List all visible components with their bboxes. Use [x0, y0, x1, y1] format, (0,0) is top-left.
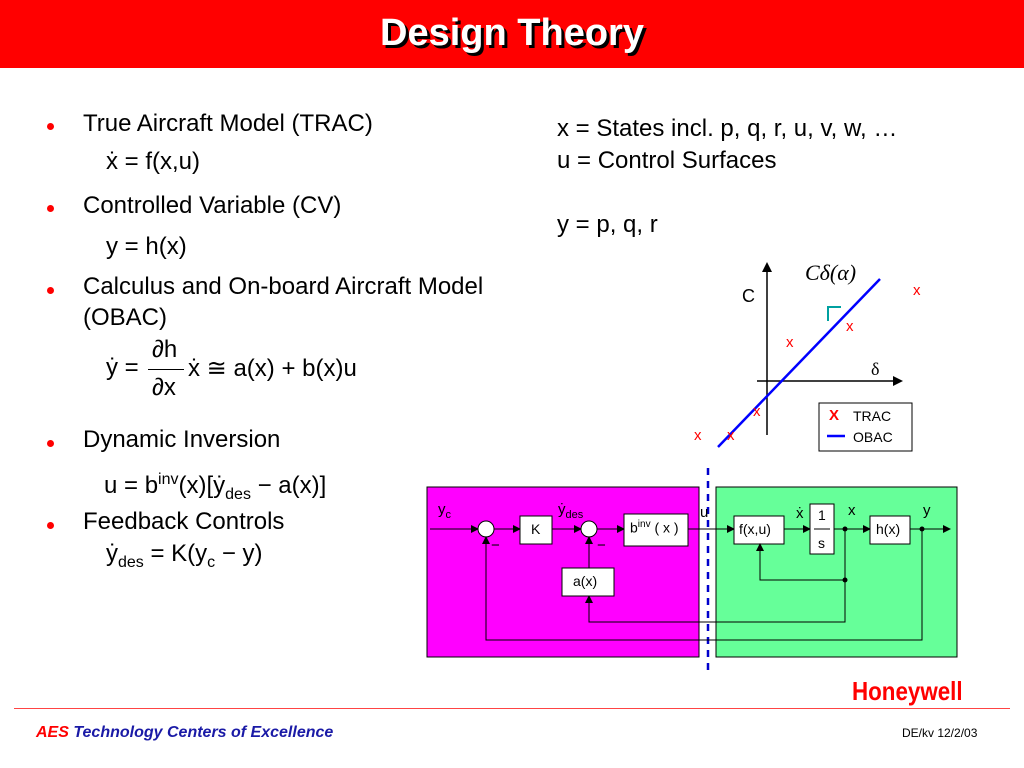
inv-rhs: (x)[ẏ: [178, 472, 226, 499]
bullet-cv: Controlled Variable (CV): [83, 192, 342, 219]
legend-trac-mark: X: [829, 407, 840, 424]
c-axis-label: C: [742, 286, 755, 306]
delta-axis-label: δ: [871, 359, 880, 379]
minus-sign: −: [597, 537, 606, 554]
equation-feedback: ẏdes = K(yc − y): [106, 540, 263, 572]
slide-title: Design Theory: [380, 12, 644, 54]
binv-symbol: b: [630, 519, 638, 536]
binv-argument: ( x ): [654, 519, 679, 536]
binv-label: binv ( x ): [630, 519, 679, 536]
bullet-dot: [47, 287, 54, 294]
state-feedback-to-fxu: [756, 529, 846, 581]
bullet-dot: [47, 123, 54, 130]
binv-superscript: inv: [637, 519, 651, 530]
fb-sub: des: [118, 553, 144, 571]
bullet-obac-line2: (OBAC): [83, 304, 167, 331]
yc-label: yc: [438, 501, 451, 521]
x-label: x: [848, 502, 856, 519]
bullet-trac: True Aircraft Model (TRAC): [83, 110, 373, 137]
plant-region: [715, 486, 958, 658]
footer-date: DE/kv 12/2/03: [902, 726, 978, 740]
ax-label: a(x): [573, 573, 598, 589]
equation-cv: y = h(x): [106, 233, 187, 260]
integrator-denominator: s: [818, 535, 825, 551]
trac-point: x: [913, 282, 921, 299]
u-label: u: [700, 504, 709, 521]
equation-inversion: u = binv(x)[ẏdes − a(x)]: [104, 471, 326, 504]
right-angle-marker: [827, 306, 841, 321]
ydes-symbol: ẏ: [558, 501, 566, 518]
footer-tagline: Technology Centers of Excellence: [68, 724, 334, 741]
fraction-bar: [148, 369, 184, 370]
footer-aes: AES: [36, 724, 69, 741]
summing-junction-1: [477, 520, 495, 538]
fxu-label: f(x,u): [739, 521, 771, 537]
equation-trac: ẋ = f(x,u): [106, 148, 201, 175]
branch-node: [919, 526, 925, 532]
cdelta-label: Cδ(α): [805, 260, 857, 285]
yc-symbol: y: [438, 501, 446, 518]
variable-definitions: x = States incl. p, q, r, u, v, w, … u =…: [557, 113, 897, 241]
ydes-label: ẏdes: [558, 501, 583, 521]
inv-end: − a(x)]: [250, 472, 327, 499]
fb-lhs: ẏ: [106, 540, 118, 567]
honeywell-logo: Honeywell: [852, 676, 963, 706]
equation-obac-rhs: ẋ ≅ a(x) + b(x)u: [188, 355, 357, 382]
inv-sup: inv: [158, 471, 179, 488]
output-feedback: [482, 529, 923, 641]
bullet-dot: [47, 205, 54, 212]
definition-y: y = p, q, r: [557, 211, 658, 238]
definition-x: x = States incl. p, q, r, u, v, w, …: [557, 115, 898, 142]
trac-point: x: [727, 427, 735, 444]
equation-obac-num: ∂h: [152, 336, 178, 363]
trac-point: x: [753, 403, 761, 420]
legend-obac-label: OBAC: [853, 429, 893, 445]
summing-junction-2: [580, 520, 598, 538]
state-feedback-to-ax: [585, 580, 846, 623]
branch-node: [842, 526, 848, 532]
trac-point: x: [786, 334, 794, 351]
fb-mid: = K(y: [143, 540, 208, 567]
bullet-obac: Calculus and On-board Aircraft Model: [83, 273, 484, 300]
legend-trac-label: TRAC: [853, 408, 892, 424]
bullet-dot: [47, 522, 54, 529]
bullet-dot: [47, 440, 54, 447]
bullet-feedback: Feedback Controls: [83, 508, 285, 535]
equation-obac-lhs: ẏ =: [106, 354, 139, 381]
inv-sub: des: [225, 485, 251, 503]
fb-sub2: c: [207, 553, 216, 571]
integrator-numerator: 1: [818, 507, 826, 523]
inv-lhs: u = b: [104, 472, 159, 499]
footer-divider: [14, 708, 1010, 709]
fb-end: − y): [215, 540, 263, 567]
bullet-inversion: Dynamic Inversion: [83, 426, 281, 453]
ydes-subscript: des: [565, 509, 584, 521]
title-bar: [0, 0, 1024, 68]
yc-subscript: c: [445, 509, 452, 521]
branch-node: [842, 577, 848, 583]
minus-sign: −: [491, 537, 500, 554]
delta-axis-arrow: [893, 376, 903, 386]
hx-label: h(x): [876, 521, 901, 537]
footer-left: AES Technology Centers of Excellence: [36, 724, 333, 742]
y-label: y: [923, 502, 931, 519]
trac-point: x: [694, 427, 702, 444]
definition-u: u = Control Surfaces: [557, 147, 777, 174]
equation-obac-den: ∂x: [152, 374, 176, 401]
trac-point: x: [846, 318, 854, 335]
definition-spacer: [557, 177, 897, 209]
c-axis-arrow: [762, 262, 772, 272]
xdot-label: ẋ: [796, 505, 804, 522]
gain-label: K: [531, 521, 541, 537]
